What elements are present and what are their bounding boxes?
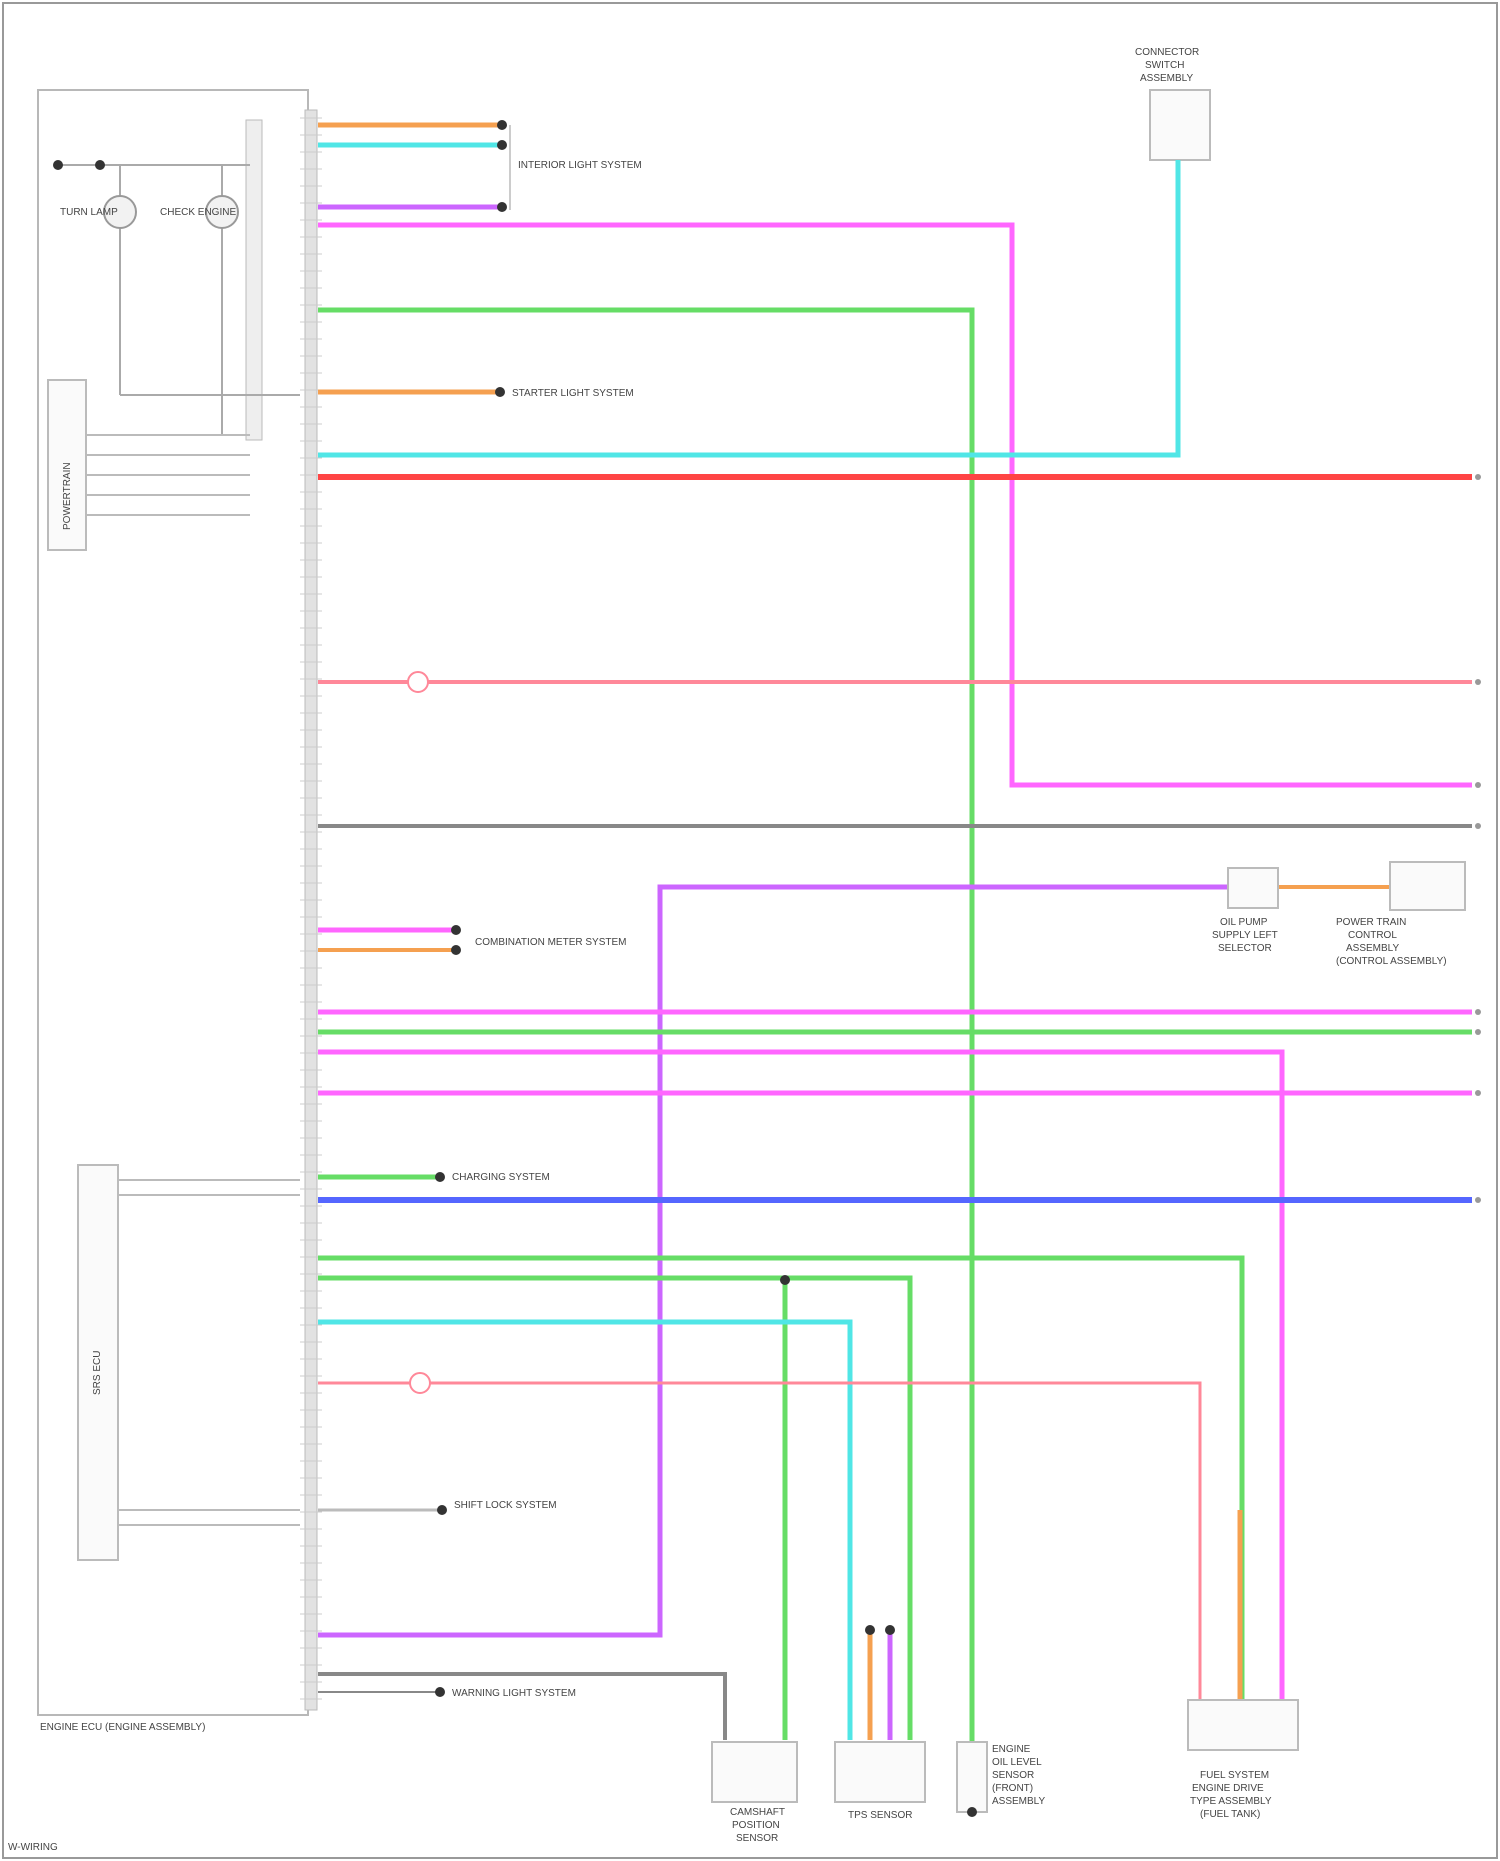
wire-pink-1	[318, 672, 1472, 692]
right-edge-terminals	[1475, 474, 1481, 1203]
lamp-bus	[55, 165, 300, 435]
power-train-label-3: ASSEMBLY	[1346, 943, 1399, 954]
oil-level-label-5: ASSEMBLY	[992, 1796, 1045, 1807]
bus-dot-1	[53, 160, 63, 170]
connector-switch-label-1: CONNECTOR	[1135, 47, 1199, 58]
ref-shift-lock: SHIFT LOCK SYSTEM	[454, 1500, 557, 1511]
wire-terminal	[1475, 1009, 1481, 1015]
wire-orange-starter	[318, 387, 505, 397]
wire-terminal	[1475, 782, 1481, 788]
bus-dot-2	[95, 160, 105, 170]
connector-switch-label-3: ASSEMBLY	[1140, 73, 1193, 84]
wire-violet-top	[318, 202, 507, 212]
wire-cyan-top	[318, 140, 507, 150]
oil-pump-label-1: OIL PUMP	[1220, 917, 1268, 928]
power-train-label-4: (CONTROL ASSEMBLY)	[1336, 956, 1447, 967]
camshaft-sensor-box	[712, 1742, 797, 1802]
tps-label: TPS SENSOR	[848, 1810, 912, 1821]
tps-dot-1	[865, 1625, 875, 1635]
camshaft-label-2: POSITION	[732, 1820, 780, 1831]
ecm-label: ENGINE ECU (ENGINE ASSEMBLY)	[40, 1722, 205, 1733]
oil-level-label-3: SENSOR	[992, 1770, 1034, 1781]
oil-level-label-2: OIL LEVEL	[992, 1757, 1042, 1768]
wire-terminal	[1475, 474, 1481, 480]
oil-level-label-4: (FRONT)	[992, 1783, 1033, 1794]
ref-combination-meter: COMBINATION METER SYSTEM	[475, 937, 627, 948]
connector-switch-box	[1150, 90, 1210, 160]
fuel-label-1: FUEL SYSTEM	[1200, 1770, 1269, 1781]
wire-violet-mid	[318, 887, 1230, 1635]
ecm-connector-strip	[305, 110, 317, 1710]
powertrain-leads	[86, 435, 250, 515]
power-train-box	[1390, 862, 1465, 910]
oil-level-ground	[967, 1807, 977, 1817]
wire-terminal	[1475, 679, 1481, 685]
wire-terminal	[1475, 1090, 1481, 1096]
srs-ecu-label: SRS ECU	[92, 1351, 103, 1395]
wire-green-charging	[318, 1172, 445, 1182]
tps-sensor-box	[835, 1742, 925, 1802]
powertrain-label: POWERTRAIN	[62, 462, 73, 530]
fuel-label-3: TYPE ASSEMBLY	[1190, 1796, 1272, 1807]
lamp-label-turn: TURN LAMP	[60, 207, 118, 218]
ref-charging: CHARGING SYSTEM	[452, 1172, 550, 1183]
wire-terminal	[1475, 1029, 1481, 1035]
junction-camshaft	[780, 1275, 790, 1285]
camshaft-label-1: CAMSHAFT	[730, 1807, 785, 1818]
fuel-label-2: ENGINE DRIVE	[1192, 1783, 1264, 1794]
fuel-label-4: (FUEL TANK)	[1200, 1809, 1260, 1820]
wire-pink-to-fuel	[318, 1383, 1200, 1700]
wire-terminal	[1475, 1197, 1481, 1203]
power-train-label-2: CONTROL	[1348, 930, 1397, 941]
lamp-label-check: CHECK ENGINE	[160, 207, 236, 218]
camshaft-label-3: SENSOR	[736, 1833, 778, 1844]
ecu-leads	[118, 1180, 300, 1525]
oil-pump-box	[1228, 868, 1278, 908]
tps-dot-2	[885, 1625, 895, 1635]
wire-green-vertical	[318, 310, 972, 1762]
footer-code: W-WIRING	[8, 1842, 58, 1853]
ref-interior-light: INTERIOR LIGHT SYSTEM	[518, 160, 642, 171]
inner-harness-bar	[246, 120, 262, 440]
wire-black-warning	[318, 1674, 725, 1740]
oil-level-label-1: ENGINE	[992, 1744, 1031, 1755]
wire-orange-top	[318, 120, 507, 130]
wire-cyan-to-tps	[318, 1322, 850, 1740]
wire-gray-shift-lock	[318, 1505, 447, 1515]
ref-warning-light: WARNING LIGHT SYSTEM	[452, 1688, 576, 1699]
oil-pump-label-3: SELECTOR	[1218, 943, 1272, 954]
wire-orange-short	[318, 945, 461, 955]
ref-starter-light: STARTER LIGHT SYSTEM	[512, 388, 634, 399]
wire-magenta-short-1	[318, 925, 461, 935]
wire-magenta-to-fuel	[318, 1052, 1282, 1700]
wire-terminal	[1475, 823, 1481, 829]
connector-switch-label-2: SWITCH	[1145, 60, 1184, 71]
oil-level-sensor-box	[957, 1742, 987, 1812]
oil-pump-label-2: SUPPLY LEFT	[1212, 930, 1278, 941]
fuel-system-box	[1188, 1700, 1298, 1750]
pink-splice-2	[410, 1373, 430, 1393]
power-train-label-1: POWER TRAIN	[1336, 917, 1406, 928]
